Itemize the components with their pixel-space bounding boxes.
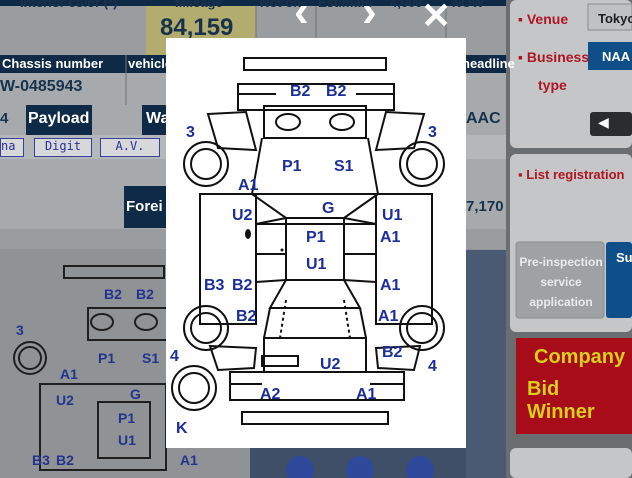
label-a1-rear: A1 [356, 386, 377, 403]
label-s1-hood: S1 [334, 158, 354, 175]
next-image-icon[interactable]: › [362, 0, 377, 36]
estimate-header: Estimate [318, 0, 373, 10]
venue-label: ▪ Venue [518, 11, 569, 27]
bg-label-b2: B2 [56, 452, 74, 468]
business-type-label-2: type [538, 77, 567, 93]
bg-label-p1: P1 [98, 350, 116, 366]
option-na-button[interactable]: na [0, 138, 24, 157]
venue-value: Tokyo [598, 11, 632, 26]
bg-label-u1: U1 [118, 432, 136, 448]
company-text: Company [534, 346, 626, 368]
collapse-arrow-icon[interactable]: ◀ [598, 114, 609, 130]
label-g-windshield: G [322, 200, 335, 217]
bg-label-a1: A1 [60, 366, 78, 382]
aac-value: AAC [466, 110, 501, 127]
venue-label-text: Venue [526, 11, 569, 27]
not-on-header: Not on [260, 0, 302, 10]
label-b2-left-rear: B2 [236, 308, 257, 325]
label-a1-right-2: A1 [380, 277, 401, 294]
bg-label-b2-a: B2 [104, 286, 122, 302]
label-3-top-right: 3 [428, 124, 437, 141]
pre-inspection-line-1: Pre-inspection [519, 255, 603, 269]
bg-label-g: G [130, 386, 141, 402]
business-type-label: ▪ Business [518, 49, 590, 65]
num-four: 4 [0, 110, 9, 127]
label-b2-right-rear: B2 [382, 344, 403, 361]
foreign-header: Forei [126, 198, 163, 215]
label-u2-trunk: U2 [320, 356, 341, 373]
bg-label-s1: S1 [142, 350, 160, 366]
label-a1-right-1: A1 [380, 229, 401, 246]
pre-inspection-button[interactable]: Pre-inspection service application [518, 252, 604, 312]
headline-header: headline [462, 56, 515, 71]
label-p1-hood: P1 [282, 158, 302, 175]
bg-label-3: 3 [16, 322, 24, 338]
close-icon[interactable]: ✕ [421, 0, 452, 36]
label-4-right: 4 [428, 358, 437, 375]
car-damage-diagram [171, 57, 445, 425]
label-a2-rear: A2 [260, 386, 281, 403]
company-bid-winner-button[interactable]: Company Bid Winner [516, 338, 632, 434]
label-4-left: 4 [170, 348, 179, 365]
bg-label-b2-b: B2 [136, 286, 154, 302]
label-b3-left: B3 [204, 277, 225, 294]
bg-label-u2: U2 [56, 392, 74, 408]
chassis-number-value: W-0485943 [0, 78, 83, 95]
bg-label-p1-b: P1 [118, 410, 136, 426]
label-a1-right-3: A1 [378, 308, 399, 325]
price-header: 4,000 [390, 0, 423, 10]
option-av-button[interactable]: A.V. [100, 138, 160, 157]
vehicle-header: vehicle [128, 56, 173, 71]
label-p1-roof: P1 [306, 229, 326, 246]
mileage-header: Mileage [175, 0, 223, 10]
bg-label-a1-r: A1 [180, 452, 198, 468]
label-u1-roof: U1 [306, 256, 327, 273]
pre-inspection-line-2: service [540, 275, 582, 289]
label-a1-front-left: A1 [238, 177, 259, 194]
label-b2-front-2: B2 [326, 83, 347, 100]
pre-inspection-line-3: application [529, 295, 593, 309]
interior-color-header: Interior color (*) [20, 0, 118, 10]
label-u2-left: U2 [232, 207, 253, 224]
bid-winner-text: Bid Winner [527, 378, 595, 423]
label-u1-right: U1 [382, 207, 403, 224]
bg-label-b3: B3 [32, 452, 50, 468]
chassis-number-header: Chassis number [2, 56, 104, 71]
prev-image-icon[interactable]: ‹ [294, 0, 309, 36]
submit-button[interactable]: Su [616, 250, 632, 265]
inspection-diagram-modal: 3 3 B2 B2 P1 S1 A1 G U2 U1 P1 U1 A1 A1 A… [166, 38, 466, 448]
price-right-value: 7,170 [466, 198, 504, 215]
now-header: NOW [452, 0, 484, 10]
option-digital-button[interactable]: Digit [34, 138, 92, 157]
business-label-text: Business [526, 49, 590, 65]
payload-header: Payload [28, 110, 90, 127]
label-3-top-left: 3 [186, 124, 195, 141]
label-b2-left: B2 [232, 277, 253, 294]
business-type-value: NAA [602, 49, 631, 64]
list-registration-text: List registration [526, 167, 625, 182]
label-k: K [176, 420, 188, 437]
mileage-value: 84,159 [160, 14, 234, 41]
list-registration-label[interactable]: ▪ List registration [518, 167, 625, 182]
wa-header: Wa [146, 110, 170, 127]
label-b2-front-1: B2 [290, 83, 311, 100]
